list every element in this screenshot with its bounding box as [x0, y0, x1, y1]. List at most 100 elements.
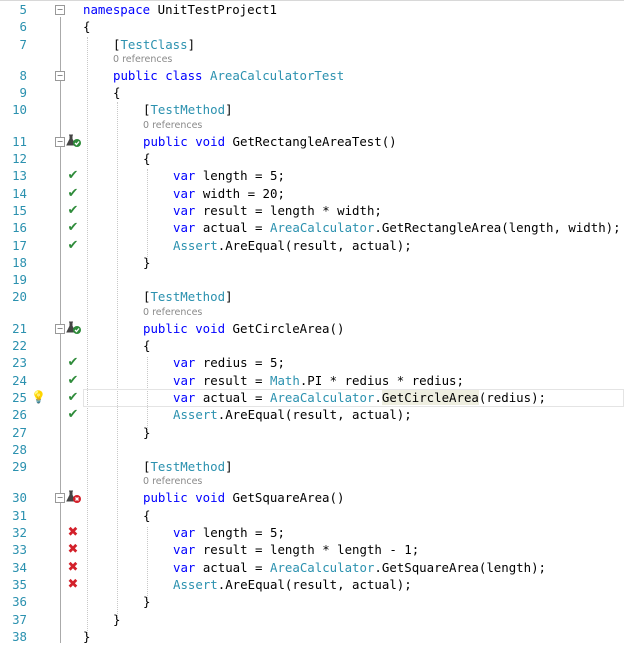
code-token: .AreEqual(result, actual); — [217, 576, 412, 592]
code-line[interactable]: 9{ — [0, 84, 624, 101]
code-token: .PI * redius * redius; — [299, 372, 464, 388]
code-text: namespace UnitTestProject1 — [83, 1, 277, 18]
code-line[interactable]: 37} — [0, 611, 624, 628]
line-number: 33 — [12, 542, 27, 558]
code-text: [TestClass] — [113, 36, 195, 53]
code-text: public void GetCircleArea() — [143, 320, 344, 337]
code-line[interactable]: 6{ — [0, 18, 624, 35]
code-line[interactable]: 19 — [0, 271, 624, 288]
codelens-references[interactable]: 0 references — [0, 306, 624, 320]
code-line[interactable]: 38} — [0, 628, 624, 645]
code-line[interactable]: 16✔var actual = AreaCalculator.GetRectan… — [0, 219, 624, 236]
test-passed-icon[interactable] — [66, 134, 82, 148]
covered-pass-icon: ✔ — [67, 355, 79, 371]
code-text: } — [143, 424, 150, 441]
test-failed-icon[interactable] — [66, 490, 82, 504]
references-link[interactable]: 0 references — [143, 119, 203, 131]
code-text: var length = 5; — [173, 524, 285, 541]
code-line[interactable]: 7[TestClass] — [0, 36, 624, 53]
code-token: actual = — [202, 220, 270, 236]
code-token: GetCircleArea — [381, 389, 479, 405]
code-line[interactable]: 17✔Assert.AreEqual(result, actual); — [0, 237, 624, 254]
code-text: { — [83, 18, 90, 35]
code-token: ] — [225, 459, 233, 475]
collapse-icon[interactable]: − — [55, 5, 65, 15]
code-token: result = length * width; — [202, 202, 382, 218]
code-line[interactable]: 5−namespace UnitTestProject1 — [0, 1, 624, 18]
code-line[interactable]: 30−public void GetSquareArea() — [0, 489, 624, 506]
code-line[interactable]: 35✖Assert.AreEqual(result, actual); — [0, 576, 624, 593]
code-line[interactable]: 23✔var redius = 5; — [0, 354, 624, 371]
code-text: public class AreaCalculatorTest — [113, 67, 344, 84]
collapse-icon[interactable]: − — [55, 70, 65, 81]
covered-pass-icon: ✔ — [67, 389, 79, 405]
code-line[interactable]: 34✖var actual = AreaCalculator.GetSquare… — [0, 559, 624, 576]
code-line[interactable]: 33✖var result = length * length - 1; — [0, 541, 624, 558]
code-line[interactable]: 13✔var length = 5; — [0, 167, 624, 184]
type-name: TestMethod — [150, 102, 226, 118]
lightbulb-icon[interactable]: 💡 — [31, 389, 46, 404]
codelens-references[interactable]: 0 references — [0, 119, 624, 133]
code-line[interactable]: 12{ — [0, 150, 624, 167]
code-line[interactable]: 31{ — [0, 507, 624, 524]
code-line[interactable]: 29[TestMethod] — [0, 458, 624, 475]
codelens-references[interactable]: 0 references — [0, 475, 624, 489]
line-number: 15 — [12, 202, 27, 218]
line-number: 36 — [12, 594, 27, 610]
code-line[interactable]: 11−public void GetRectangleAreaTest() — [0, 133, 624, 150]
code-token: (redius); — [478, 389, 547, 405]
keyword: public void — [143, 133, 233, 149]
code-text: var actual = AreaCalculator.GetSquareAre… — [173, 559, 546, 576]
codelens-references[interactable]: 0 references — [0, 53, 624, 67]
keyword: var — [173, 542, 203, 558]
collapse-icon[interactable]: − — [55, 136, 65, 147]
line-number: 28 — [12, 441, 27, 457]
code-line[interactable]: 20[TestMethod] — [0, 288, 624, 305]
references-link[interactable]: 0 references — [113, 53, 173, 65]
code-text: var redius = 5; — [173, 354, 285, 371]
code-line[interactable]: 32✖var length = 5; — [0, 524, 624, 541]
code-line[interactable]: 28 — [0, 441, 624, 458]
code-text: } — [83, 628, 90, 645]
code-line[interactable]: 26✔Assert.AreEqual(result, actual); — [0, 406, 624, 423]
code-text: var result = length * length - 1; — [173, 541, 419, 558]
code-text: var width = 20; — [173, 185, 285, 202]
code-text: var result = length * width; — [173, 202, 382, 219]
references-link[interactable]: 0 references — [143, 306, 203, 318]
line-number: 37 — [12, 611, 27, 627]
code-line[interactable]: 15✔var result = length * width; — [0, 202, 624, 219]
code-line[interactable]: 22{ — [0, 337, 624, 354]
code-line[interactable]: 27} — [0, 424, 624, 441]
code-line[interactable]: 18} — [0, 254, 624, 271]
line-number: 10 — [12, 102, 27, 118]
line-number: 27 — [12, 424, 27, 440]
keyword: var — [173, 202, 203, 218]
keyword: var — [173, 559, 203, 575]
covered-pass-icon: ✔ — [67, 168, 79, 184]
covered-pass-icon: ✔ — [67, 407, 79, 423]
code-text: { — [143, 337, 150, 354]
keyword: namespace — [83, 2, 158, 17]
line-number: 19 — [12, 272, 27, 288]
code-line[interactable]: 24✔var result = Math.PI * redius * rediu… — [0, 372, 624, 389]
collapse-icon[interactable]: − — [55, 493, 65, 504]
code-token: { — [83, 19, 91, 35]
code-line[interactable]: 8−public class AreaCalculatorTest — [0, 67, 624, 84]
code-line[interactable]: 36} — [0, 593, 624, 610]
code-line[interactable]: 25💡✔var actual = AreaCalculator.GetCircl… — [0, 388, 624, 407]
code-text: { — [113, 84, 120, 101]
code-line[interactable]: 10[TestMethod] — [0, 101, 624, 118]
references-link[interactable]: 0 references — [143, 476, 203, 488]
type-name: Assert — [173, 237, 218, 253]
collapse-icon[interactable]: − — [55, 323, 65, 334]
code-token: length = 5; — [202, 525, 285, 541]
code-token: } — [143, 594, 151, 610]
code-line[interactable]: 21−public void GetCircleArea() — [0, 320, 624, 337]
code-token: length = 5; — [202, 168, 285, 184]
keyword: public void — [143, 320, 233, 336]
code-line[interactable]: 14✔var width = 20; — [0, 185, 624, 202]
line-number: 34 — [12, 559, 27, 575]
test-passed-icon[interactable] — [66, 321, 82, 335]
covered-pass-icon: ✔ — [67, 372, 79, 388]
